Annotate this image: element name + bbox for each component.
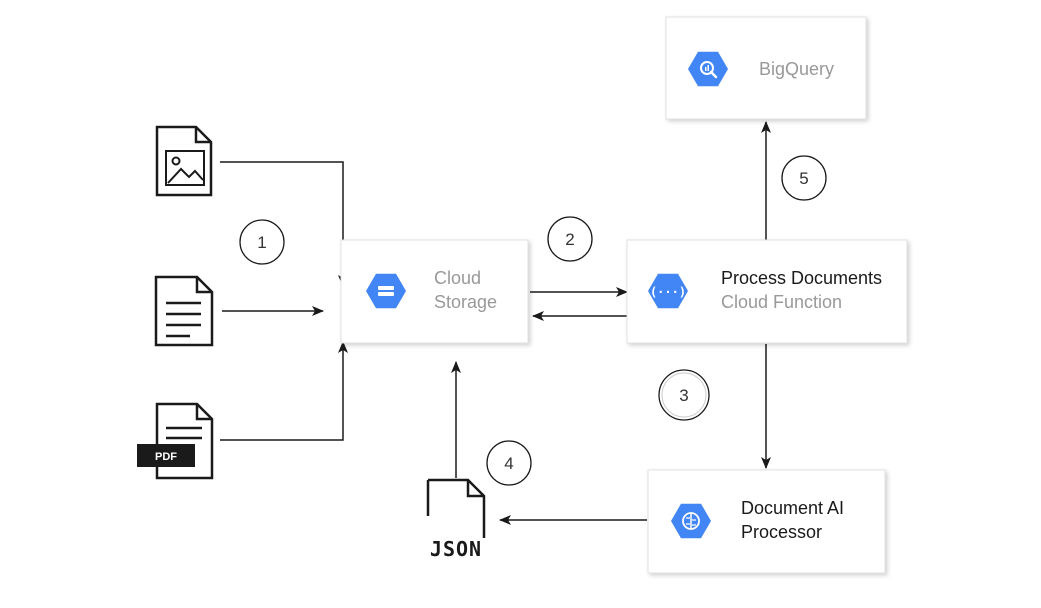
process-documents-subtitle: Cloud Function — [721, 292, 842, 312]
bigquery-icon — [688, 51, 728, 87]
cloud-function-icon: (···) — [648, 273, 688, 309]
step-2-marker: 2 — [547, 216, 593, 262]
arrow-image-to-storage — [220, 161, 348, 287]
document-ai-label-line1: Document AI — [741, 498, 844, 518]
bigquery-node[interactable]: BigQuery — [665, 16, 867, 120]
cloud-storage-icon — [366, 273, 406, 309]
cloud-storage-node[interactable]: Cloud Storage — [340, 239, 529, 344]
pdf-file-icon: PDF — [137, 402, 214, 480]
step-1-label: 1 — [257, 233, 266, 252]
bigquery-title: BigQuery — [759, 59, 834, 79]
svg-text:(···): (···) — [650, 285, 686, 299]
document-ai-icon — [671, 503, 711, 539]
json-file-label: JSON — [430, 537, 482, 561]
step-5-marker: 5 — [781, 155, 827, 201]
text-file-icon — [154, 275, 214, 347]
json-file-icon: JSON — [426, 478, 486, 561]
arrow-pdf-to-storage — [220, 341, 348, 441]
step-5-label: 5 — [799, 169, 808, 188]
step-4-label: 4 — [504, 454, 513, 473]
step-3-marker: 3 — [658, 369, 710, 421]
document-ai-label-line2: Processor — [741, 522, 822, 542]
pdf-file-label: PDF — [155, 451, 177, 463]
image-file-icon — [155, 125, 213, 197]
process-documents-title: Process Documents — [721, 268, 882, 288]
step-4-marker: 4 — [486, 440, 532, 486]
step-1-marker: 1 — [239, 219, 285, 265]
document-ai-node[interactable]: Document AI Processor — [647, 469, 886, 574]
step-3-label: 3 — [679, 386, 688, 405]
step-2-label: 2 — [565, 230, 574, 249]
cloud-storage-label-line2: Storage — [434, 292, 497, 312]
cloud-storage-label-line1: Cloud — [434, 268, 481, 288]
process-documents-node[interactable]: (···) Process Documents Cloud Function — [626, 239, 908, 344]
